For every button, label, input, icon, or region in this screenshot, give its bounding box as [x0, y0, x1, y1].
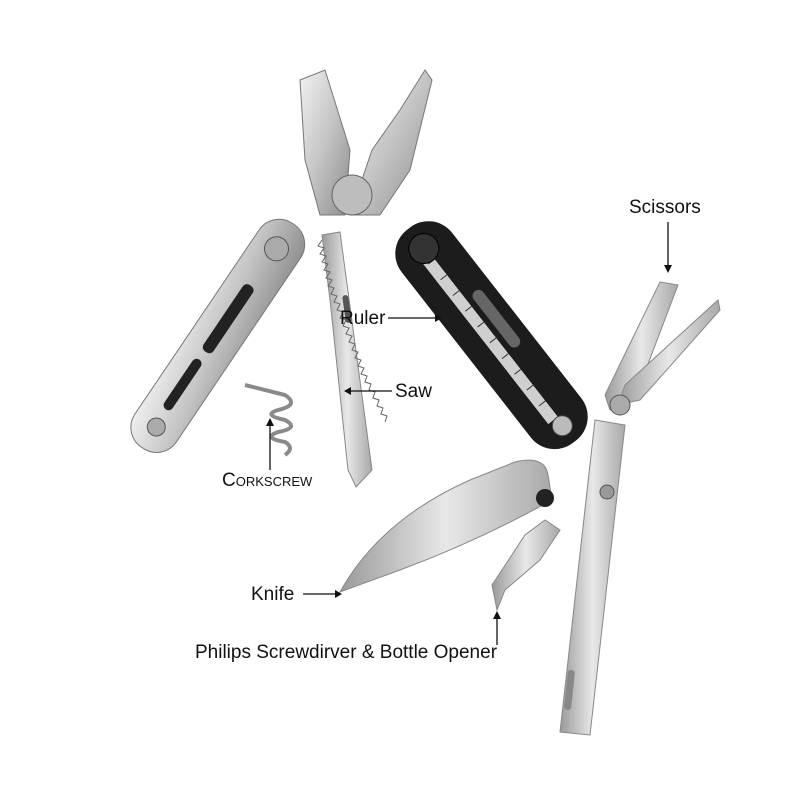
label-corkscrew: Corkscrew: [222, 470, 313, 491]
knife-blade: [338, 459, 554, 593]
label-saw: Saw: [395, 381, 432, 402]
corkscrew: [244, 383, 294, 457]
annotation-lines: [266, 222, 672, 645]
right-handle: [559, 419, 626, 736]
ruler-handle: [395, 221, 588, 450]
label-ruler: Ruler: [340, 308, 386, 329]
left-handle: [130, 218, 306, 453]
label-knife: Knife: [251, 584, 295, 605]
label-screwdriver-bottle-opener: Philips Screwdirver & Bottle Opener: [195, 642, 498, 663]
scissors: [604, 281, 721, 416]
saw-blade: [317, 231, 388, 488]
label-scissors: Scissors: [629, 197, 701, 218]
pliers-jaws: [299, 69, 433, 216]
screwdriver-bit: [491, 519, 561, 612]
